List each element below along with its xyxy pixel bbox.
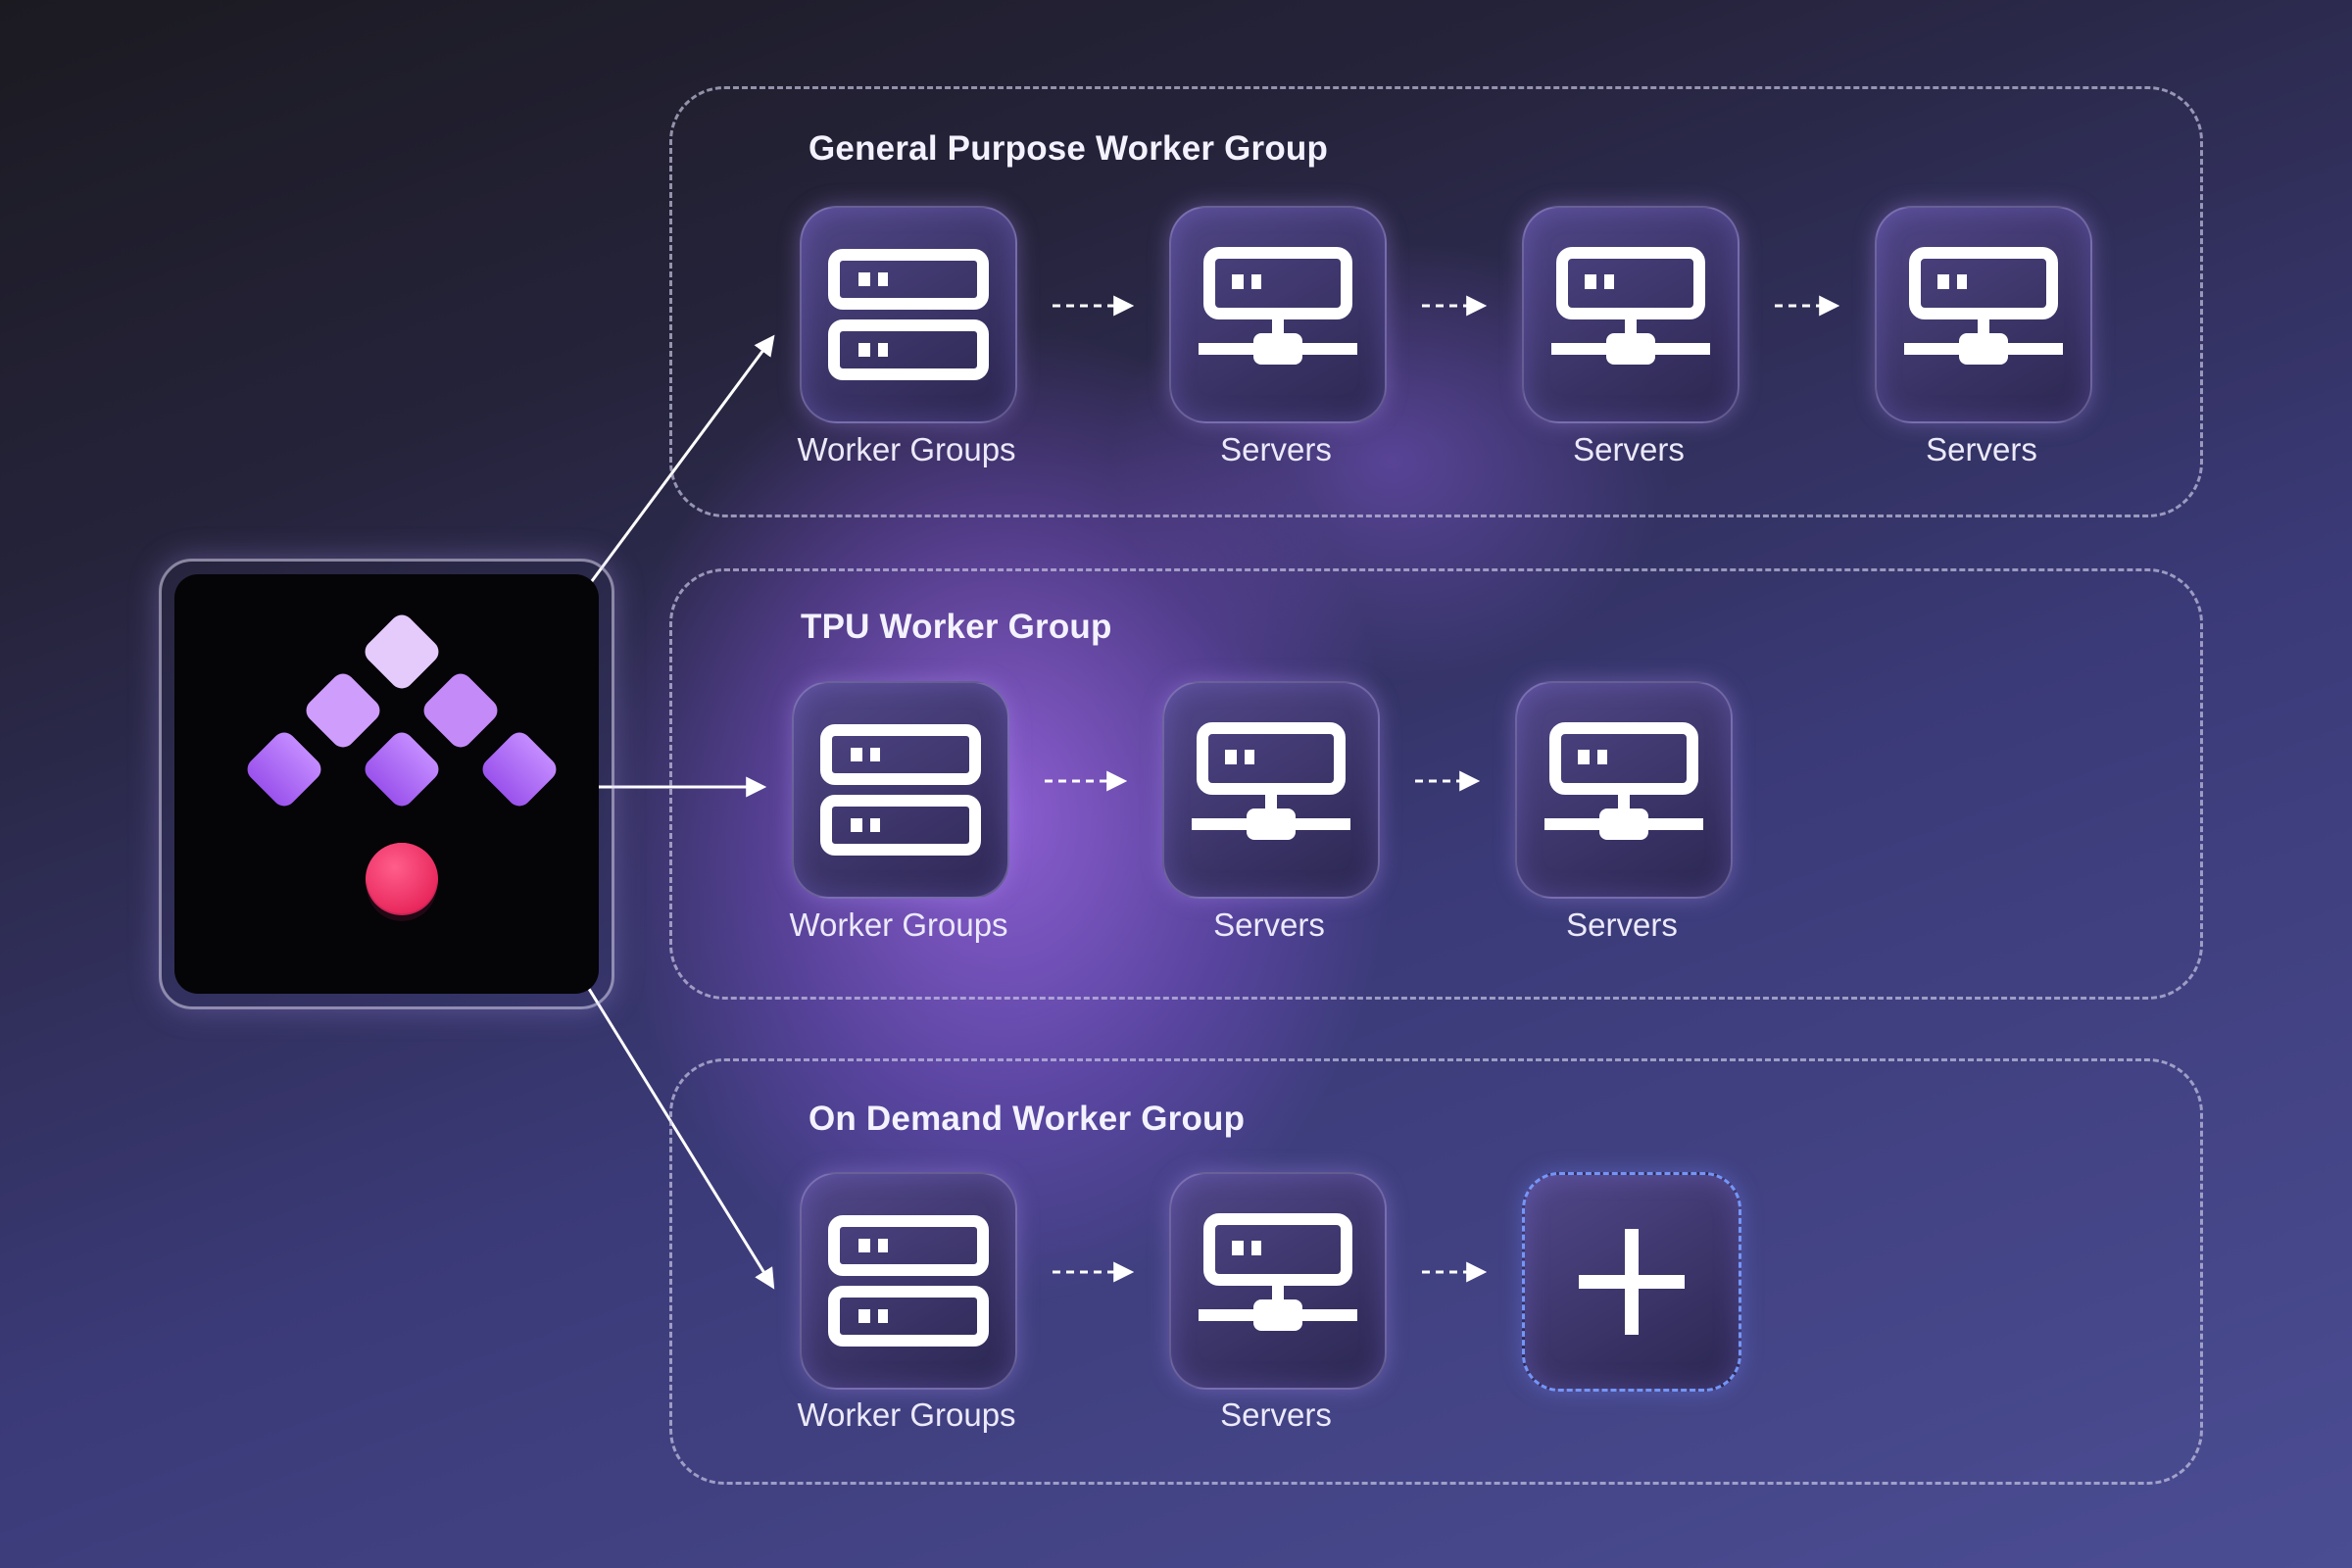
- node-label: Worker Groups: [797, 431, 1016, 467]
- node-label: Servers: [1566, 906, 1678, 943]
- worker-groups-node: [800, 206, 1017, 423]
- worker-group-3: [669, 1058, 2203, 1485]
- worker-group-title: On Demand Worker Group: [808, 1100, 1246, 1138]
- network-server-icon: [1188, 716, 1354, 863]
- server-node: [1169, 1172, 1387, 1390]
- server-rack-icon: [825, 241, 992, 388]
- add-server-button[interactable]: [1522, 1172, 1741, 1392]
- server-node: [1169, 206, 1387, 423]
- worker-group-1: [669, 86, 2203, 517]
- worker-groups-node: [800, 1172, 1017, 1390]
- network-server-icon: [1195, 241, 1361, 388]
- node-label: Servers: [1220, 1396, 1332, 1433]
- worker-group-title: General Purpose Worker Group: [808, 129, 1329, 168]
- node-label: Worker Groups: [789, 906, 1008, 943]
- plus-icon: [1573, 1223, 1690, 1341]
- network-server-icon: [1541, 716, 1707, 863]
- worker-group-title: TPU Worker Group: [801, 608, 1112, 646]
- server-node: [1162, 681, 1380, 899]
- server-node: [1515, 681, 1733, 899]
- network-server-icon: [1195, 1207, 1361, 1354]
- node-label: Servers: [1573, 431, 1685, 467]
- node-label: Servers: [1213, 906, 1325, 943]
- node-label: Servers: [1926, 431, 2037, 467]
- server-node: [1875, 206, 2092, 423]
- network-server-icon: [1900, 241, 2067, 388]
- network-server-icon: [1547, 241, 1714, 388]
- server-rack-icon: [817, 716, 984, 863]
- kuberay-hub: [159, 559, 614, 1009]
- server-rack-icon: [825, 1207, 992, 1354]
- node-label: Servers: [1220, 431, 1332, 467]
- kuberay-logo-icon: [247, 614, 557, 921]
- node-label: Worker Groups: [797, 1396, 1016, 1433]
- server-node: [1522, 206, 1740, 423]
- worker-group-2: [669, 568, 2203, 1000]
- worker-groups-node: [792, 681, 1009, 899]
